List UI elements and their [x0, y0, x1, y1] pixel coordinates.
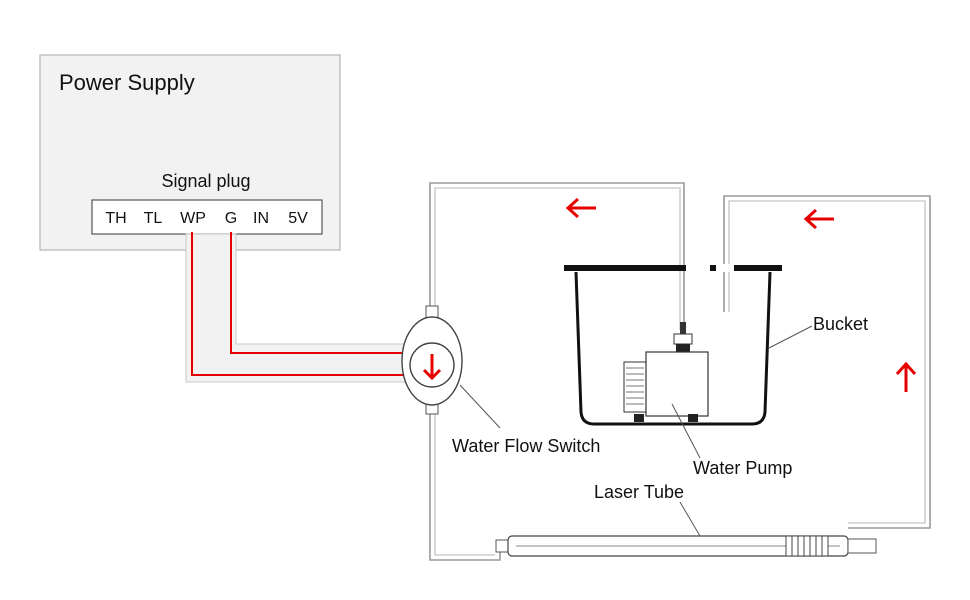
signal-wires: [191, 232, 406, 376]
pipe-pump-to-switch: [429, 182, 685, 330]
signal-plug-label: Signal plug: [161, 171, 250, 191]
pump-outlet-base: [676, 344, 690, 352]
terminal-5v: 5V: [288, 210, 308, 227]
pump-leader: [671, 403, 701, 459]
pipe-switch-to-tube: [429, 402, 501, 561]
flow-arrow-right-side: [895, 361, 917, 392]
terminal-g: G: [225, 210, 237, 227]
tube-left-cap: [495, 539, 509, 553]
laser-tube: Laser Tube: [495, 482, 877, 557]
flow-arrow-top-right: [803, 208, 834, 230]
water-pump-label: Water Pump: [693, 458, 792, 478]
g-wire: [230, 232, 406, 354]
pipe-switch-to-tube-inner: [434, 402, 495, 556]
tube-coil: [785, 535, 829, 557]
water-pipes: [429, 182, 931, 561]
bucket-lid: [564, 265, 782, 271]
laser-tube-label: Laser Tube: [594, 482, 684, 502]
bucket-label: Bucket: [813, 314, 868, 334]
bucket-lid-gap-2: [716, 264, 734, 272]
flow-arrow-top-left: [565, 197, 596, 219]
flow-arrow-switch: [422, 354, 442, 381]
flow-arrows: [422, 197, 917, 392]
wp-wire: [191, 232, 406, 376]
terminal-tl: TL: [144, 210, 163, 227]
pipe-tube-to-bucket: [723, 195, 931, 529]
bucket-body: [574, 271, 772, 426]
terminal-wp: WP: [180, 210, 206, 227]
pump-foot-left: [634, 414, 644, 422]
bucket-lid-gap-1: [686, 264, 710, 272]
pipe-pump-to-switch-inner: [434, 187, 681, 330]
power-supply-box: Power Supply Signal plug TH TL WP G IN 5…: [39, 54, 341, 251]
signal-cable-sheath: [185, 233, 409, 383]
terminal-in: IN: [253, 210, 269, 227]
pump-body: [645, 351, 709, 417]
signal-plug-connector: [91, 199, 323, 235]
bucket: Bucket: [564, 264, 868, 426]
water-flow-switch: Water Flow Switch: [401, 305, 600, 456]
terminal-labels: TH TL WP G IN 5V: [105, 210, 308, 227]
tube-right-cap: [847, 538, 877, 554]
water-pump: Water Pump: [623, 322, 792, 478]
pump-foot-right: [688, 414, 698, 422]
switch-leader: [459, 384, 501, 429]
tube-leader: [679, 501, 701, 537]
bucket-leader: [768, 325, 813, 349]
tube-coil-turns: [791, 536, 823, 556]
water-flow-switch-label: Water Flow Switch: [452, 436, 600, 456]
pump-nozzle: [680, 322, 686, 334]
pump-outlet: [673, 333, 693, 345]
terminal-th: TH: [105, 210, 126, 227]
power-supply-title: Power Supply: [59, 70, 195, 95]
pipe-tube-to-bucket-inner: [728, 200, 926, 524]
pump-grille-lines: [626, 367, 644, 405]
